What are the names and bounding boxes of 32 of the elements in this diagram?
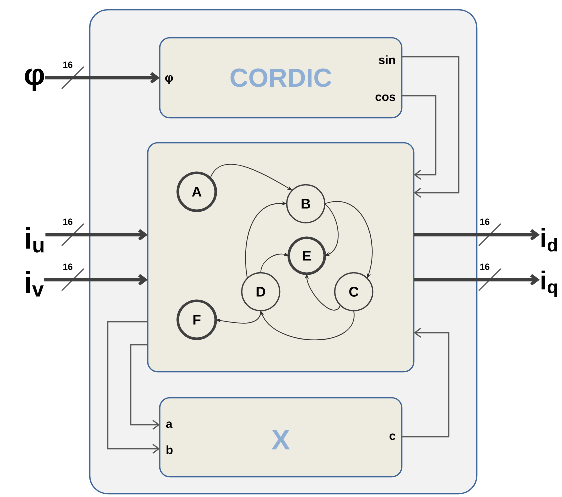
arrow: [324, 204, 339, 256]
arrow: [107, 321, 160, 454]
port-label: b: [166, 446, 173, 454]
signal-label: i$_{v}$: [26, 271, 44, 297]
arrow: [414, 229, 540, 241]
port-label: cos: [376, 94, 396, 102]
arrow: [130, 344, 160, 430]
arrow: [414, 274, 540, 286]
signal-label: i$_{u}$: [26, 227, 44, 253]
block: [159, 37, 403, 119]
arrow: [45, 72, 160, 84]
block: [159, 397, 403, 478]
arrow: [402, 56, 460, 198]
port-label: sin: [379, 56, 396, 64]
edge-label: 16: [480, 264, 490, 270]
block-title: X: [272, 430, 290, 450]
arrow: [44, 274, 148, 286]
arrow: [260, 310, 354, 341]
edge-label: 16: [64, 218, 73, 226]
signal-label: i$_{q}$: [542, 270, 558, 298]
signal-label: φ: [25, 68, 44, 92]
block-title: CORDIC: [230, 68, 332, 88]
signal-label: i$_{d}$: [542, 228, 558, 252]
arrow: [402, 328, 450, 438]
port-label: c: [390, 434, 396, 440]
edge-label: 16: [480, 218, 490, 226]
port-label: a: [166, 422, 173, 428]
arrow: [402, 95, 437, 180]
edge-label: 16: [64, 62, 73, 68]
port-label: φ: [165, 76, 174, 84]
arrow: [46, 229, 148, 241]
edge-label: 16: [64, 264, 73, 270]
